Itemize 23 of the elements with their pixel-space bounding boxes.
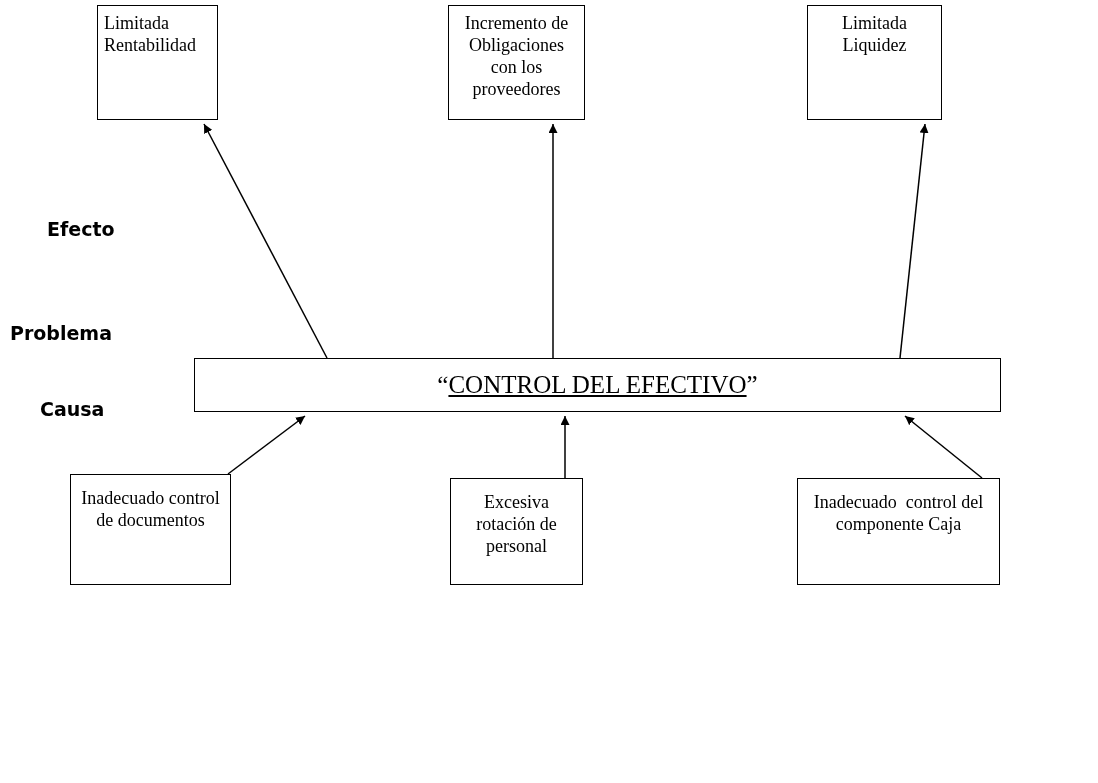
text-box <box>807 5 942 120</box>
text-box <box>97 5 218 120</box>
row-label: Problema <box>10 322 112 344</box>
box-text: Limitada Rentabilidad <box>104 12 197 56</box>
row-label: Efecto <box>47 218 115 240</box>
arrow <box>904 415 983 479</box>
problem-box <box>194 358 1001 412</box>
text-box <box>797 478 1000 585</box>
box-text: Limitada Liquidez <box>841 12 908 56</box>
text-box <box>70 474 231 585</box>
problem-text: “CONTROL DEL EFECTIVO” <box>436 370 759 400</box>
text-box <box>450 478 583 585</box>
arrow <box>548 123 558 359</box>
box-text: Excesiva rotación de personal <box>475 491 558 557</box>
row-label: Causa <box>40 398 105 420</box>
box-text: Inadecuado control de documentos <box>80 487 221 531</box>
text-box <box>448 5 585 120</box>
arrow <box>560 415 570 479</box>
box-text: Incremento de Obligaciones con los proveedores <box>463 12 570 100</box>
arrow <box>227 415 306 475</box>
arrow <box>899 123 929 359</box>
arrow <box>203 123 328 359</box>
box-text: Inadecuado control del componente Caja <box>812 491 985 535</box>
